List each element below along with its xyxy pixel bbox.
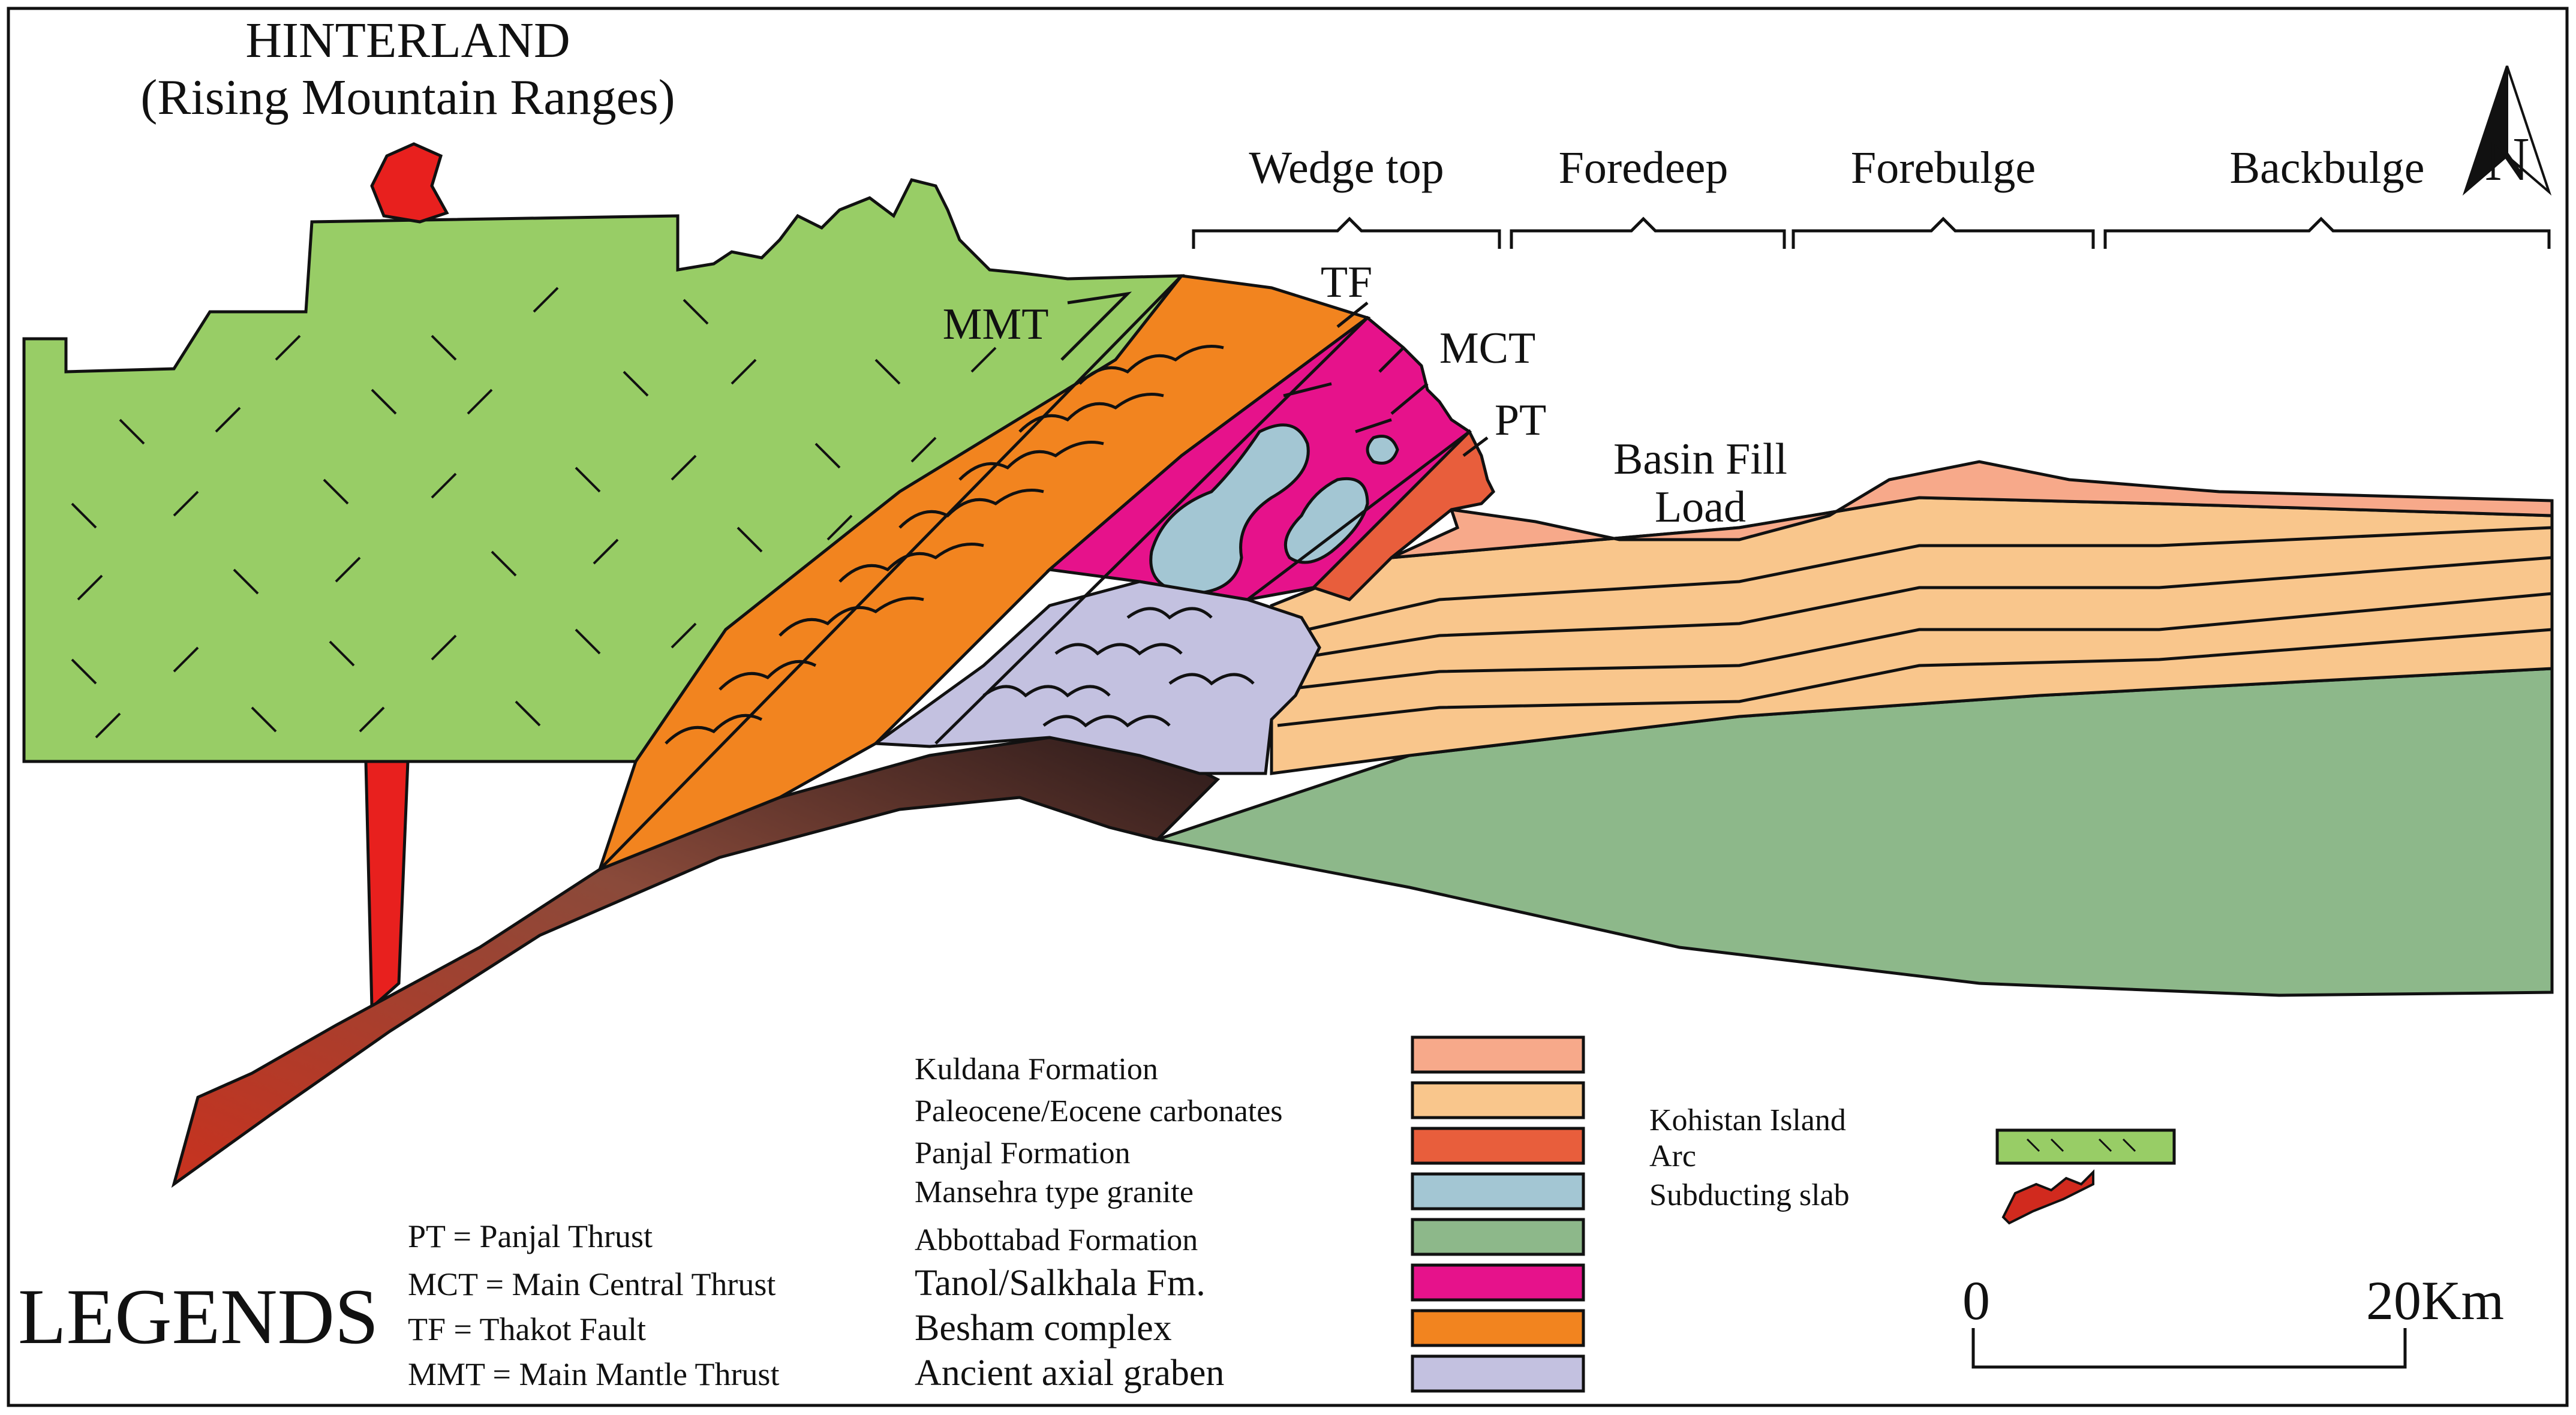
zone-brackets xyxy=(1192,216,2551,249)
mansehra-granite-body-3 xyxy=(1366,435,1399,465)
abbrev-mmt: MMT = Main Mantle Thrust xyxy=(408,1356,779,1392)
scale-bar xyxy=(1971,1328,2407,1369)
legend-label-kuldana: Kuldana Formation xyxy=(915,1052,1158,1086)
legend-swatch-abbottabad xyxy=(1411,1218,1585,1256)
legend-swatch-carbonates xyxy=(1411,1081,1585,1119)
legend-label-graben: Ancient axial graben xyxy=(915,1353,1224,1393)
title-line-1: HINTERLAND xyxy=(245,13,570,68)
legend-label-tanol: Tanol/Salkhala Fm. xyxy=(915,1263,1206,1303)
legend-label-kohistan-2: Arc xyxy=(1649,1139,1696,1173)
subducting-slab-dike xyxy=(364,760,410,1011)
carbonate-layer-lines xyxy=(1277,526,2553,727)
legend-label-panjal: Panjal Formation xyxy=(915,1136,1131,1170)
zone-label-forebulge: Forebulge xyxy=(1851,143,2036,193)
legend-label-carbonates: Paleocene/Eocene carbonates xyxy=(915,1094,1283,1128)
fault-label-mct: MCT xyxy=(1439,324,1535,373)
legend-swatches xyxy=(1411,1035,1585,1393)
fault-label-mmt: MMT xyxy=(943,300,1049,349)
scale-label-end: 20Km xyxy=(2366,1270,2504,1331)
fault-label-tf: TF xyxy=(1321,258,1372,307)
legend-label-besham: Besham complex xyxy=(915,1308,1172,1348)
legend-swatch-mansehra xyxy=(1411,1172,1585,1211)
fault-label-pt: PT xyxy=(1495,396,1546,445)
mansehra-granite-body-1 xyxy=(1149,423,1310,595)
legends-heading: LEGENDS xyxy=(18,1272,378,1360)
kohistan-pattern xyxy=(71,287,997,739)
basin-fill-line-2: Load xyxy=(1655,483,1746,532)
legend-swatch-tanol xyxy=(1411,1263,1585,1302)
legend-swatch-graben xyxy=(1411,1354,1585,1393)
panjal-formation-unit xyxy=(1310,429,1496,601)
abbrev-mct: MCT = Main Central Thrust xyxy=(408,1266,775,1302)
abbrev-pt: PT = Panjal Thrust xyxy=(408,1218,653,1254)
subducting-slab-plume xyxy=(370,142,449,224)
legend-swatch-panjal xyxy=(1411,1127,1585,1165)
scale-label-start: 0 xyxy=(1962,1270,1990,1331)
legend-swatch-kuldana xyxy=(1411,1035,1585,1074)
legend-swatch-besham xyxy=(1411,1309,1585,1347)
zone-label-wedge-top: Wedge top xyxy=(1249,143,1444,193)
zone-label-backbulge: Backbulge xyxy=(2229,143,2424,193)
graben-pattern xyxy=(982,607,1255,728)
north-arrow-icon xyxy=(2462,65,2552,196)
abbrev-tf: TF = Thakot Fault xyxy=(408,1311,646,1347)
legend-swatch-kohistan xyxy=(1995,1128,2176,1165)
basin-fill-line-1: Basin Fill xyxy=(1613,435,1787,484)
title-line-2: (Rising Mountain Ranges) xyxy=(140,70,675,125)
legend-label-mansehra: Mansehra type granite xyxy=(915,1175,1194,1209)
legend-label-abbottabad: Abbottabad Formation xyxy=(915,1223,1198,1257)
legend-kohistan-pattern xyxy=(2026,1138,2136,1152)
legend-swatch-slab xyxy=(2001,1169,2094,1225)
zone-label-foredeep: Foredeep xyxy=(1559,143,1729,193)
kuldana-formation-unit xyxy=(1390,460,2554,559)
ancient-axial-graben-unit xyxy=(871,580,1321,775)
legend-label-kohistan-1: Kohistan Island xyxy=(1649,1103,1846,1137)
north-label: N xyxy=(2484,125,2529,194)
legend-label-slab: Subducting slab xyxy=(1649,1178,1850,1212)
mansehra-granite-body-2 xyxy=(1284,477,1369,564)
fault-lines xyxy=(599,275,1489,871)
